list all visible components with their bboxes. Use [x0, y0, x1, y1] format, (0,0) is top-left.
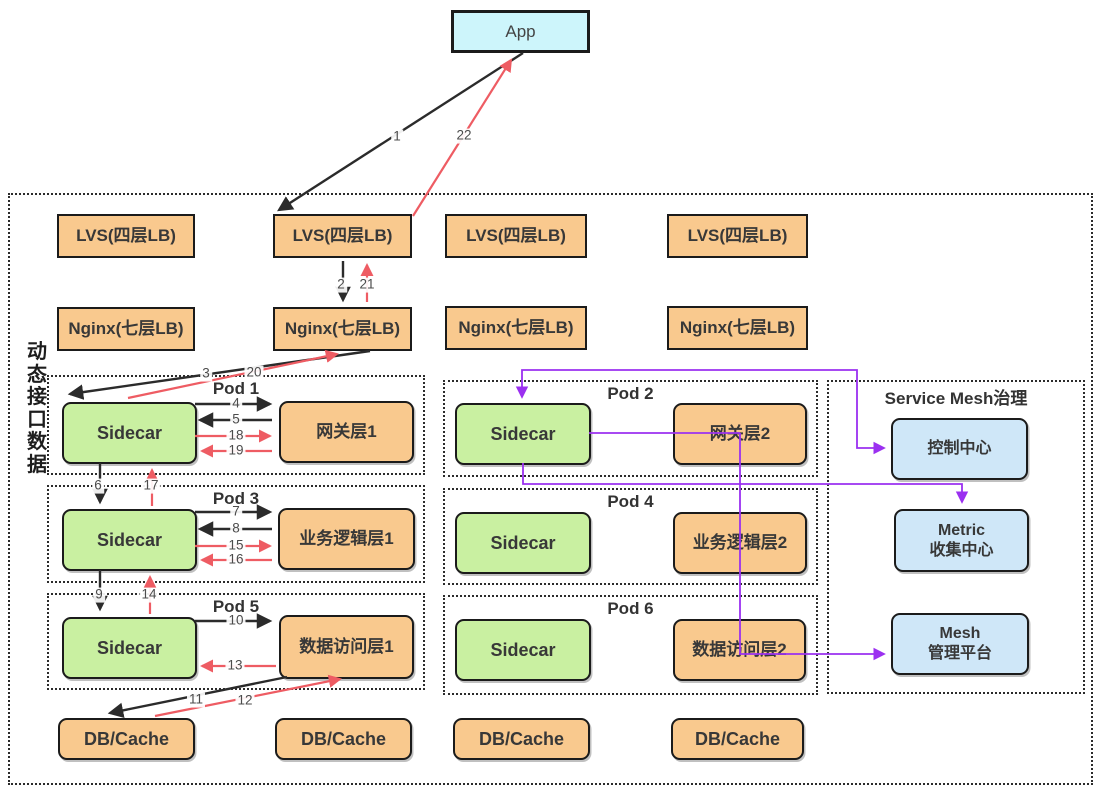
pod2-sidecar-label: Sidecar [490, 423, 556, 444]
metric-center-line1: Metric [937, 521, 986, 539]
db-cache-label-2: DB/Cache [300, 728, 387, 749]
pod6-sidecar-node: Sidecar [455, 619, 591, 681]
db-cache-node-2: DB/Cache [275, 718, 412, 760]
mesh-platform-node: Mesh 管理平台 [891, 613, 1029, 675]
control-center-label: 控制中心 [927, 440, 992, 457]
pod2-service-node: 网关层2 [673, 403, 807, 465]
flow-label-10: 10 [226, 612, 246, 629]
flow-label-17: 17 [141, 477, 161, 494]
flow-label-7: 7 [230, 503, 242, 520]
nginx-node-3: Nginx(七层LB) [445, 306, 587, 350]
flow-label-3: 3 [200, 365, 212, 382]
pod4-sidecar-node: Sidecar [455, 512, 591, 574]
pod6-sidecar-label: Sidecar [490, 639, 556, 660]
flow-label-16: 16 [226, 551, 246, 568]
flow-label-14: 14 [139, 586, 159, 603]
lvs-label-3: LVS(四层LB) [466, 226, 566, 246]
pod3-service-label: 业务逻辑层1 [299, 529, 394, 549]
metric-center-line2: 收集中心 [929, 541, 994, 559]
nginx-label-2: Nginx(七层LB) [284, 319, 401, 339]
pod5-service-node: 数据访问层1 [279, 615, 414, 679]
flow-label-20: 20 [244, 364, 264, 381]
control-center-node: 控制中心 [891, 418, 1028, 480]
nginx-node-2: Nginx(七层LB) [273, 307, 412, 351]
pod2-service-label: 网关层2 [709, 424, 771, 444]
db-cache-node-3: DB/Cache [453, 718, 590, 760]
lvs-node-3: LVS(四层LB) [445, 214, 587, 258]
pod1-service-label: 网关层1 [316, 422, 377, 442]
pod2-frame: Pod 2 Sidecar 网关层2 [443, 380, 818, 477]
pod5-sidecar-node: Sidecar [62, 617, 197, 679]
pod4-service-node: 业务逻辑层2 [673, 512, 807, 574]
app-node: App [451, 10, 590, 53]
service-mesh-title: Service Mesh治理 [884, 389, 1028, 408]
flow-label-1: 1 [391, 128, 403, 145]
flow-label-19: 19 [226, 442, 246, 459]
db-cache-node-1: DB/Cache [58, 718, 195, 760]
lvs-node-4: LVS(四层LB) [667, 214, 808, 258]
nginx-label-4: Nginx(七层LB) [679, 318, 796, 338]
flow-label-4: 4 [230, 395, 242, 412]
pod5-sidecar-label: Sidecar [96, 637, 163, 658]
pod5-service-label: 数据访问层1 [299, 637, 394, 657]
flow-label-11: 11 [186, 691, 206, 708]
pod2-sidecar-node: Sidecar [455, 403, 591, 465]
lvs-node-2: LVS(四层LB) [273, 214, 412, 258]
pod5-frame: Pod 5 Sidecar 数据访问层1 [47, 593, 425, 690]
mesh-platform-line1: Mesh [939, 625, 981, 642]
flow-label-21: 21 [357, 276, 377, 293]
pod6-service-label: 数据访问层2 [692, 640, 787, 660]
pod5-label: Pod 5 [212, 597, 260, 616]
lvs-label-2: LVS(四层LB) [292, 226, 393, 246]
lvs-label-4: LVS(四层LB) [687, 226, 788, 246]
pod4-frame: Pod 4 Sidecar 业务逻辑层2 [443, 488, 818, 585]
pod1-service-node: 网关层1 [279, 401, 414, 463]
db-cache-label-4: DB/Cache [694, 728, 781, 749]
db-cache-label-1: DB/Cache [83, 728, 170, 749]
db-cache-node-4: DB/Cache [671, 718, 804, 760]
app-label: App [505, 21, 536, 41]
pod6-frame: Pod 6 Sidecar 数据访问层2 [443, 595, 818, 695]
flow-label-6: 6 [92, 477, 104, 494]
flow-label-12: 12 [235, 692, 255, 709]
flow-label-8: 8 [230, 520, 242, 537]
pod1-sidecar-label: Sidecar [96, 422, 163, 443]
outer-boundary [8, 193, 1093, 785]
pod1-sidecar-node: Sidecar [62, 402, 197, 464]
pod6-label: Pod 6 [607, 599, 654, 618]
service-mesh-frame: Service Mesh治理 控制中心 Metric 收集中心 Mesh 管理平… [827, 380, 1085, 694]
flow-label-9: 9 [93, 586, 105, 603]
nginx-node-1: Nginx(七层LB) [57, 307, 195, 351]
pod3-sidecar-label: Sidecar [96, 529, 163, 550]
mesh-platform-line2: 管理平台 [927, 645, 992, 662]
pod3-label: Pod 3 [212, 489, 260, 508]
pod1-frame: Pod 1 Sidecar 网关层1 [47, 375, 425, 475]
pod6-service-node: 数据访问层2 [673, 619, 806, 681]
flow-label-22: 22 [454, 127, 474, 144]
pod4-label: Pod 4 [607, 492, 654, 511]
db-cache-label-3: DB/Cache [478, 728, 565, 749]
nginx-label-3: Nginx(七层LB) [458, 318, 574, 338]
nginx-node-4: Nginx(七层LB) [667, 306, 808, 350]
pod3-frame: Pod 3 Sidecar 业务逻辑层1 [47, 485, 425, 583]
lvs-label-1: LVS(四层LB) [76, 226, 176, 246]
pod3-service-node: 业务逻辑层1 [278, 508, 415, 570]
flow-label-13: 13 [225, 657, 245, 674]
lvs-node-1: LVS(四层LB) [57, 214, 195, 258]
flow-label-5: 5 [230, 411, 242, 428]
flow-label-2: 2 [335, 276, 347, 293]
pod4-sidecar-label: Sidecar [490, 532, 556, 553]
pod4-service-label: 业务逻辑层2 [692, 533, 788, 553]
pod2-label: Pod 2 [607, 384, 654, 403]
flow-label-18: 18 [226, 427, 246, 444]
side-label: 动态接口数据 [27, 341, 47, 476]
pod3-sidecar-node: Sidecar [62, 509, 197, 571]
nginx-label-1: Nginx(七层LB) [68, 319, 184, 339]
metric-center-node: Metric 收集中心 [894, 509, 1029, 572]
